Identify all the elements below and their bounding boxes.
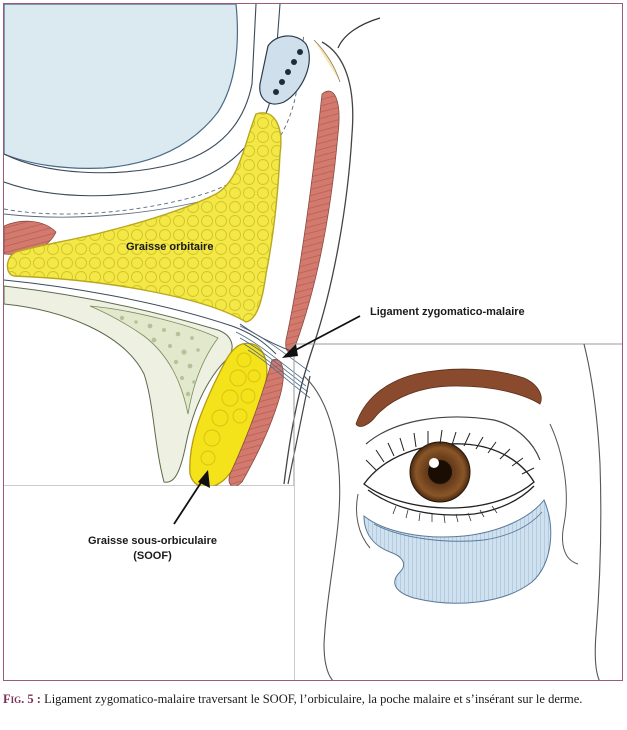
upper-eyelashes [365, 429, 535, 475]
soof-lobules [200, 352, 261, 466]
eyebrow [355, 368, 542, 427]
anatomy-illustration [4, 4, 622, 680]
blank-area [4, 486, 294, 680]
soof-arrow [173, 470, 210, 525]
orbicularis-muscle [285, 90, 340, 353]
malar-bag-inner-line [373, 511, 543, 542]
zygomatico-malar-ligament [235, 325, 311, 399]
lower-eyelashes [392, 505, 498, 524]
eyeball-region [4, 4, 238, 169]
orbital-fat [6, 112, 282, 323]
maxillary-sinus-bone [89, 305, 219, 415]
anatomy-figure: Graisse orbitaire Ligament zygomatico-ma… [3, 3, 623, 681]
temple-line [549, 423, 579, 565]
caption-text: Ligament zygomatico-malaire traversant l… [40, 692, 583, 706]
lid-skin-fold [313, 39, 341, 83]
face-contour-cheek [583, 343, 602, 680]
tarsal-plate [259, 35, 310, 105]
orbital-septum [4, 197, 215, 218]
lower-lid-margin [367, 485, 535, 516]
figure-number: Fig. 5 : [3, 692, 41, 706]
tear-trough-line [356, 493, 371, 549]
eyelid-layer-3 [4, 33, 305, 215]
cheek-skin [287, 375, 311, 485]
orbital-fat-label: Graisse orbitaire [126, 241, 214, 253]
upper-lid-crease [365, 416, 541, 461]
ligament-label: Ligament zygomatico-malaire [370, 306, 525, 318]
face-contour-nose [303, 375, 341, 680]
soof-label-line2: (SOOF) [133, 550, 172, 562]
bone-trabeculae [119, 315, 200, 397]
eyelash-curve [337, 17, 381, 49]
meibomian-gland [273, 49, 303, 95]
ligament-arrow [282, 315, 361, 358]
iris-highlight [429, 458, 439, 468]
eyelid-layer-1 [4, 4, 257, 174]
malar-layer-line-1 [4, 279, 277, 355]
lower-orbicularis-muscle [228, 359, 284, 487]
malar-bag [363, 499, 552, 604]
soof-label: Graisse sous-orbiculaire (SOOF) [88, 534, 217, 564]
soof-label-line1: Graisse sous-orbiculaire [88, 535, 217, 547]
figure-caption: Fig. 5 : Ligament zygomatico-malaire tra… [3, 692, 623, 707]
skin-contour [283, 41, 354, 485]
